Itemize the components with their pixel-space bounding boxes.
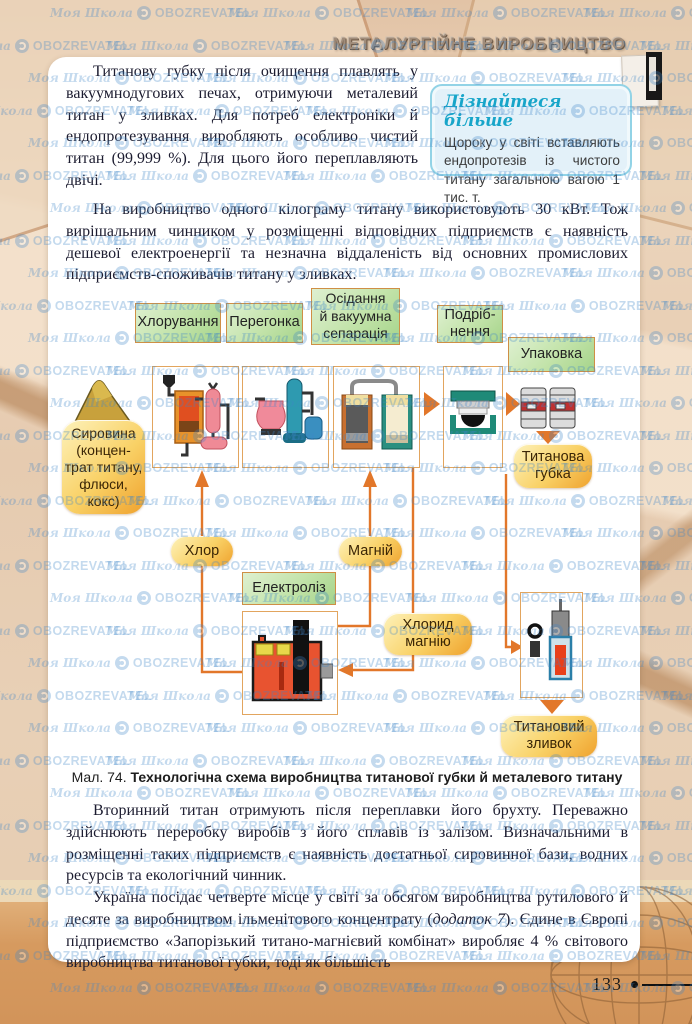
paragraph-ukraine: Україна посідає четверте місце у світі з… <box>66 887 628 974</box>
figure-caption-title: Технологічна схема виробництва титанової… <box>130 769 623 785</box>
learn-more-title: Дізнайтеся більше <box>444 92 562 130</box>
separation-equipment <box>333 366 420 468</box>
remelting-equipment <box>520 592 583 698</box>
distillation-equipment <box>242 366 329 468</box>
page-number: 133 <box>592 974 622 994</box>
packed-barrels-illustration <box>520 387 576 429</box>
learn-more-text: Щороку у світі вставляють ендопротезів і… <box>444 135 620 206</box>
paragraph-secondary-titanium: Вторинний титан отримують після переплав… <box>66 802 628 885</box>
paragraph-ukraine-text: Україна посідає четверте місце у світі з… <box>66 889 628 928</box>
stage-grinding: Подріб- нення <box>437 305 503 343</box>
chlorination-equipment <box>152 366 239 468</box>
flow-magnesium: Магній <box>339 536 402 566</box>
figure-caption: Мал. 74. Технологічна схема виробництва … <box>66 769 628 785</box>
distillation-equipment-illustration <box>254 378 322 443</box>
page-number-bullet <box>631 981 638 988</box>
stage-electrolysis: Електроліз <box>242 572 336 605</box>
stage-separation: Осідання й вакуумна сепарація <box>311 288 400 345</box>
flow-titanium-ingot: Титановий зливок <box>501 715 597 757</box>
remelting-equipment-illustration <box>526 599 572 681</box>
stage-distillation: Перегонка <box>226 303 303 343</box>
appendix-reference: додаток 7 <box>432 910 506 928</box>
grinding-equipment-illustration <box>450 390 496 434</box>
flow-raw-material: Сировина (концен- трат титану, флюси, ко… <box>62 420 145 514</box>
chlorination-equipment-illustration <box>162 375 229 457</box>
page-number-row: 133 <box>592 974 692 995</box>
learn-more-box: Дізнайтеся більше Щороку у світі вставля… <box>430 84 632 205</box>
corner-clip-icon <box>646 52 662 100</box>
page-number-rule <box>642 983 692 986</box>
figure-caption-prefix: Мал. 74. <box>71 769 127 785</box>
flow-titanium-sponge: Титанова губка <box>514 444 592 488</box>
flow-chlorine: Хлор <box>171 536 233 566</box>
electrolysis-equipment <box>242 611 338 715</box>
flow-magnesium-chloride: Хлорид магнію <box>384 613 472 655</box>
stage-packing: Упаковка <box>508 337 595 372</box>
grinding-equipment <box>443 366 503 468</box>
paragraph-ukraine-text: ). Єдине в Європі підприємство «Запорізь… <box>66 910 629 972</box>
stage-chlorination: Хлорування <box>135 303 221 343</box>
paragraph-energy: На виробництво одного кілограму титану в… <box>66 201 628 284</box>
separation-equipment-illustration <box>341 379 412 450</box>
page-header-title: МЕТАЛУРГІЙНЕ ВИРОБНИЦТВО <box>332 34 626 53</box>
electrolysis-equipment-illustration <box>251 620 333 702</box>
paragraph-titanium-sponge: Титанову губку після очищення плавлять у… <box>66 63 418 189</box>
